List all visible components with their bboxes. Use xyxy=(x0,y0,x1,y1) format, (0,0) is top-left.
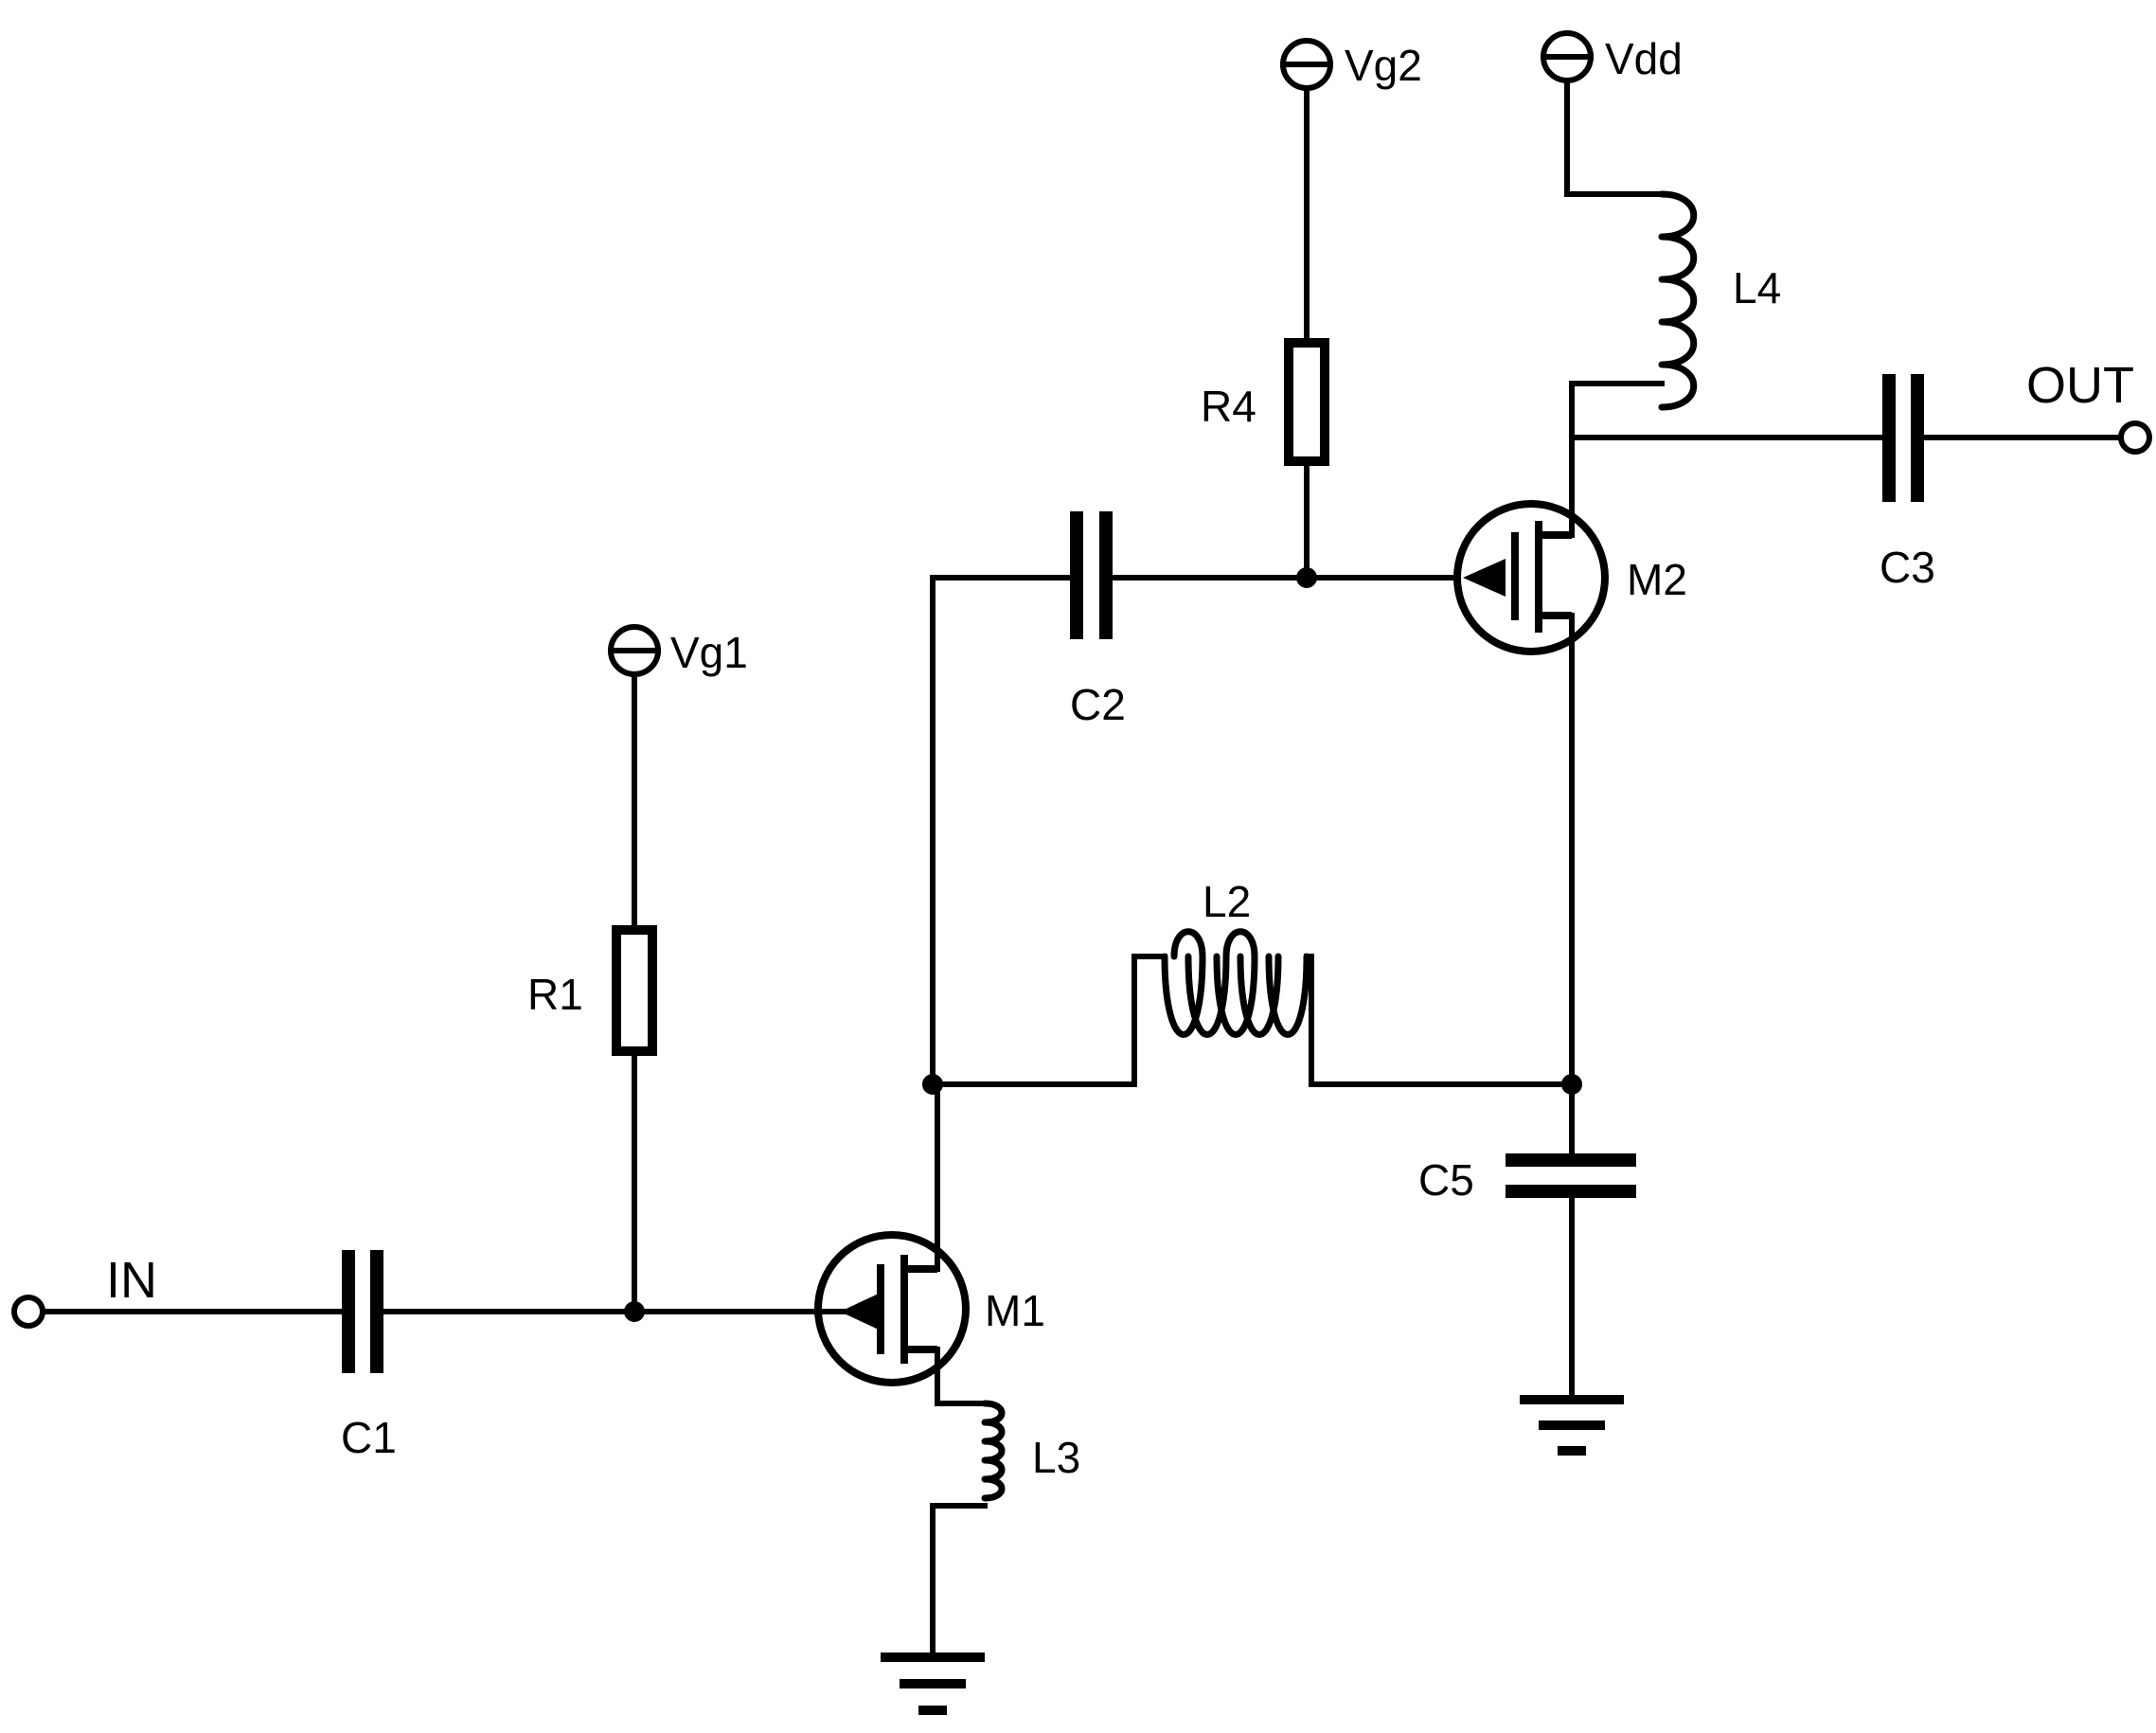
c3-label: C3 xyxy=(1880,543,1935,592)
output-terminal xyxy=(2118,420,2152,455)
capacitor-c3 xyxy=(1882,374,1924,502)
capacitor-c5 xyxy=(1506,1153,1636,1198)
wire-nodeA-up xyxy=(930,575,1079,1087)
m1-label: M1 xyxy=(985,1286,1045,1335)
vdd-source xyxy=(1541,30,1594,83)
out-label: OUT xyxy=(2026,357,2134,414)
capacitor-c2 xyxy=(1070,511,1113,639)
inductor-l2 xyxy=(1161,928,1310,1038)
c5-label: C5 xyxy=(1418,1155,1474,1205)
wire-nodeA-l2 xyxy=(930,954,1167,1087)
l2-label: L2 xyxy=(1203,877,1251,926)
wire-vdd-l4 xyxy=(1564,78,1665,197)
vg1-label: Vg1 xyxy=(670,628,748,677)
vg2-label: Vg2 xyxy=(1345,41,1422,90)
m2-label: M2 xyxy=(1627,555,1687,604)
ground-c5 xyxy=(1520,1395,1624,1456)
c2-label: C2 xyxy=(1070,680,1126,729)
inductor-l3 xyxy=(981,1400,1006,1502)
transistor-m2 xyxy=(1453,500,1609,655)
in-label: IN xyxy=(106,1252,157,1309)
resistor-r4 xyxy=(1284,338,1329,466)
r1-label: R1 xyxy=(527,970,583,1019)
wire-l2-nodeB xyxy=(1304,954,1575,1087)
l3-label: L3 xyxy=(1032,1433,1080,1482)
wire-l3-ground xyxy=(930,1503,988,1655)
r4-label: R4 xyxy=(1201,382,1256,431)
resistor-r1 xyxy=(612,925,657,1056)
vg2-source xyxy=(1280,38,1333,91)
vg1-source xyxy=(608,624,661,677)
inductor-l4 xyxy=(1658,190,1698,411)
input-terminal xyxy=(11,1295,45,1329)
l4-label: L4 xyxy=(1733,263,1781,313)
c1-label: C1 xyxy=(341,1413,397,1462)
wire-m1-source xyxy=(935,1347,988,1406)
vdd-label: Vdd xyxy=(1605,34,1683,83)
capacitor-c1 xyxy=(342,1250,383,1373)
transistor-m1 xyxy=(814,1231,970,1386)
ground-m1 xyxy=(881,1653,985,1715)
